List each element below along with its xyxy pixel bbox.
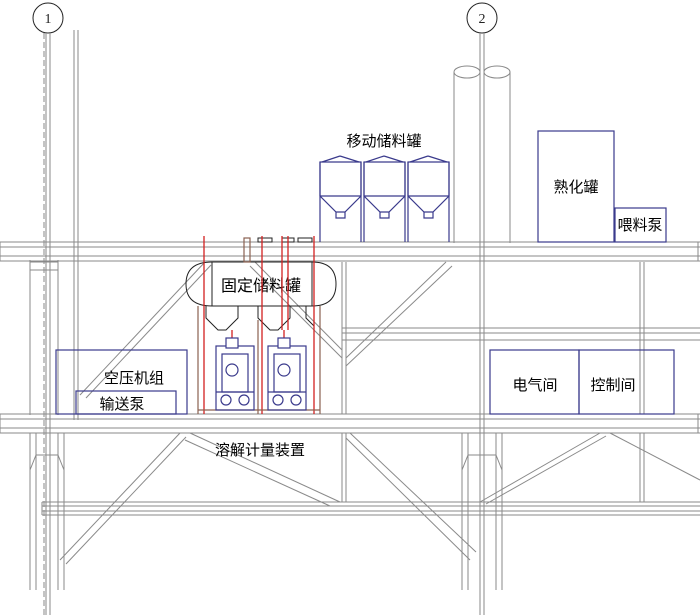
lower-deck [0,413,700,434]
vertical-struts [341,262,645,502]
axis-2-label: 2 [479,12,486,27]
middle-beam [341,327,700,341]
axis-1-label: 1 [45,12,52,27]
upper-deck [0,241,700,262]
exhaust-stack [453,65,511,243]
bracing-lower [59,432,700,565]
left-pedestal [29,433,65,590]
mobile-silo-2 [363,155,406,242]
electrical-room-label: 电气间 [512,376,557,394]
mobile-silo-1 [319,155,362,242]
axis-2-bubble [466,2,498,34]
fixed-silo: 固定储料罐 [185,237,337,331]
conveying-pump: 输送泵 [75,390,177,415]
dissolving-unit-1 [215,337,255,411]
electrical-room: 电气间 [489,349,580,415]
piping [203,236,315,414]
control-room: 控制间 [578,349,675,415]
maturation-tank: 熟化罐 [537,130,615,243]
conveying-pump-label: 输送泵 [99,395,144,413]
bottom-beam [41,501,700,516]
control-room-label: 控制间 [590,376,635,394]
mobile-silo-label: 移动储料罐 [346,132,421,150]
feed-pump-label: 喂料泵 [617,216,662,234]
control-room-box [578,349,675,415]
feed-pump: 喂料泵 [614,207,667,243]
mobile-silo-3 [407,155,450,242]
mobile-silo-group: 移动储料罐 [319,132,450,242]
fixed-silo-label: 固定储料罐 [221,276,301,295]
bracing-upper [79,261,453,399]
axis-2: 2 [466,2,498,615]
maturation-tank-body [537,130,615,243]
feed-pump-body [614,207,667,243]
conveying-pump-box [75,390,177,415]
left-columns [29,30,79,420]
maturation-tank-label: 熟化罐 [553,178,598,196]
right-pedestal [461,433,503,590]
dissolving-unit-2 [267,337,307,411]
axis-1: 1 [32,2,64,615]
dissolving-unit-label: 溶解计量装置 [215,441,305,459]
air-compressor-label: 空压机组 [104,369,164,387]
axis-1-bubble [32,2,64,34]
